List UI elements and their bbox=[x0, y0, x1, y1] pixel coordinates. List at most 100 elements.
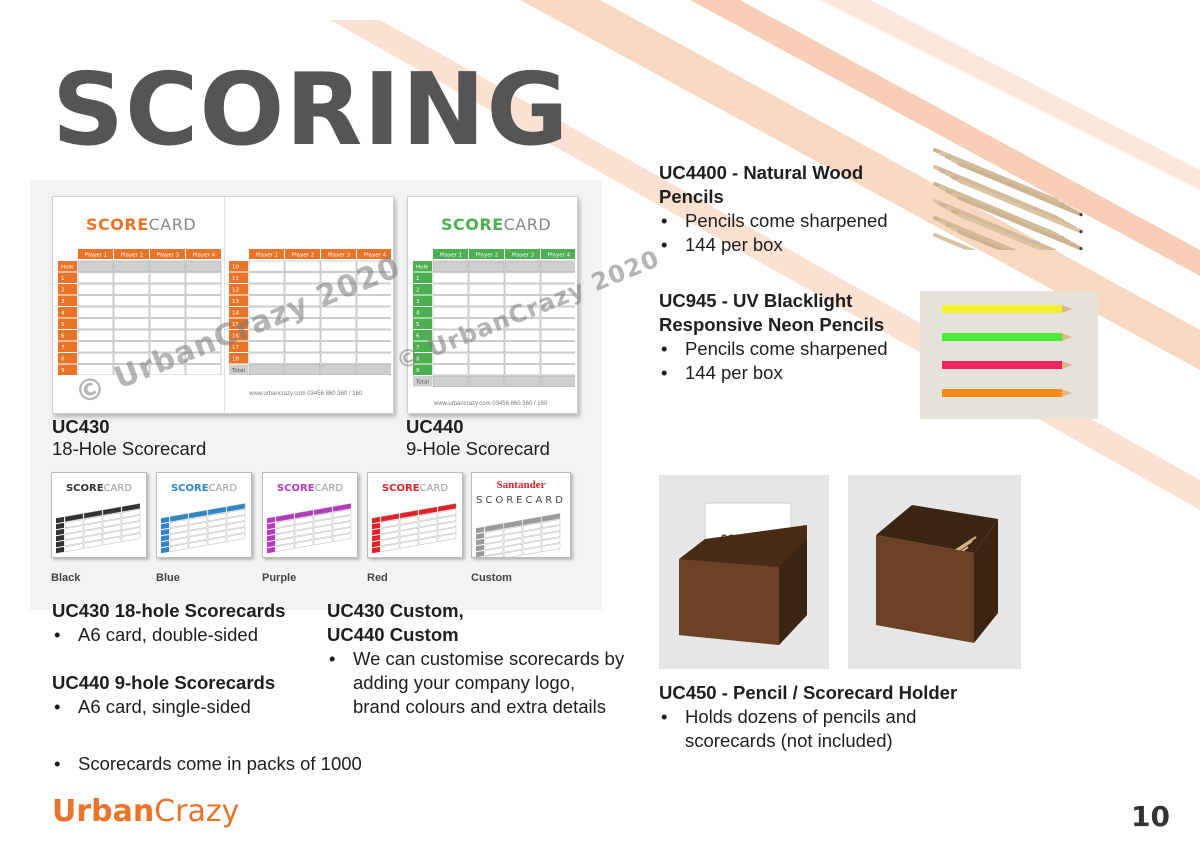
wood-pencil bbox=[957, 195, 1081, 250]
uc430-front-hole-label: 1 bbox=[61, 276, 65, 282]
mini-score-cell bbox=[226, 533, 246, 542]
mini-score-cell bbox=[188, 527, 208, 537]
uc430-front-score-cell bbox=[149, 352, 186, 364]
uc430-back-score-cell bbox=[320, 341, 357, 353]
variant-label-red: Red bbox=[367, 572, 388, 584]
variant-purple-grid bbox=[267, 503, 352, 554]
mini-hole-cell bbox=[267, 546, 275, 554]
uc440-score-cell bbox=[432, 295, 469, 307]
uc440-score-cell bbox=[540, 260, 575, 272]
uc430-back-score-cell bbox=[248, 318, 285, 330]
mini-score-cell bbox=[380, 537, 400, 546]
uc430-back-hole-cell bbox=[229, 341, 248, 352]
uc430-back-score-cell bbox=[320, 318, 357, 330]
variant-purple-card: SCORECARD bbox=[262, 472, 358, 558]
mini-score-cell bbox=[188, 515, 208, 525]
uc430-code: UC430 bbox=[52, 416, 110, 437]
mini-score-cell bbox=[64, 531, 84, 540]
uc450-title: UC450 - Pencil / Scorecard Holder bbox=[659, 682, 958, 703]
mini-hole-cell bbox=[161, 516, 169, 524]
pencil-tip bbox=[1079, 213, 1083, 217]
mini-score-cell bbox=[169, 519, 189, 528]
uc440-score-cell bbox=[504, 283, 541, 295]
uc430-front-player-header bbox=[78, 249, 113, 259]
mini-score-cell bbox=[188, 539, 208, 549]
mini-score-cell bbox=[207, 536, 227, 546]
uc440-hole-label: 3 bbox=[416, 299, 420, 305]
mini-score-cell bbox=[503, 549, 523, 557]
uc430-back-score-cell bbox=[320, 295, 357, 307]
uc430-front-hole-label: 9 bbox=[61, 368, 65, 374]
uc430-back-score-cell bbox=[320, 272, 357, 284]
uc430-back-score-cell bbox=[284, 306, 321, 318]
uc440-score-cell bbox=[432, 272, 469, 284]
uc440-score-cell bbox=[468, 306, 505, 318]
uc430-front-hole-cell bbox=[58, 353, 77, 364]
mini-score-cell bbox=[522, 528, 542, 538]
mini-score-cell bbox=[437, 509, 457, 518]
mini-score-cell bbox=[541, 543, 561, 552]
mini-score-cell bbox=[313, 530, 333, 540]
uc440-hole-cell bbox=[413, 295, 432, 306]
mini-hole-cell bbox=[161, 546, 169, 554]
uc430-front-score-cell bbox=[77, 352, 114, 364]
uc430-front-score-cell bbox=[77, 283, 114, 295]
mini-score-cell bbox=[437, 527, 457, 536]
uc440-hole-cell bbox=[413, 272, 432, 283]
mini-score-cell bbox=[380, 519, 400, 528]
page-title: SCORING bbox=[52, 51, 570, 168]
custom-brand: Santander bbox=[496, 479, 546, 491]
uc440-score-cell bbox=[432, 283, 469, 295]
uc430-front-score-cell bbox=[77, 364, 114, 375]
uc945-bullet-2: 144 per box bbox=[659, 361, 919, 385]
uc430-front-hole-cell bbox=[58, 272, 77, 283]
variant-label-purple: Purple bbox=[262, 572, 297, 584]
mini-score-cell bbox=[522, 516, 542, 526]
mini-score-cell bbox=[503, 543, 523, 553]
uc440-score-cell bbox=[468, 260, 505, 272]
neon-pencils-image bbox=[920, 291, 1098, 419]
holder-with-pencils-image bbox=[848, 475, 1021, 669]
mini-hole-cell bbox=[476, 544, 484, 552]
mini-score-cell bbox=[313, 536, 333, 546]
uc430-back-player-header bbox=[249, 249, 284, 259]
uc440-player-label: Player 2 bbox=[476, 253, 498, 259]
uc430-heading: UC430 18-hole Scorecards bbox=[52, 600, 286, 621]
mini-score-cell bbox=[522, 522, 542, 532]
uc430-front-score-cell bbox=[149, 318, 186, 330]
variant-custom-grid bbox=[476, 513, 561, 557]
mini-score-cell bbox=[169, 513, 189, 522]
mini-score-cell bbox=[102, 530, 122, 540]
uc430-front-score-cell bbox=[185, 318, 222, 330]
mini-score-cell bbox=[380, 531, 400, 540]
uc430-back-hole-label: 10 bbox=[232, 265, 239, 271]
uc430-back-score-cell bbox=[356, 352, 391, 364]
mini-hole-cell bbox=[267, 534, 275, 542]
uc430-front-hole-cell bbox=[58, 261, 77, 272]
mini-hole-cell bbox=[372, 528, 380, 536]
uc430-back-score-cell bbox=[248, 272, 285, 284]
uc430-back-hole-label: Total bbox=[231, 368, 245, 374]
uc430-back-hole-cell bbox=[229, 364, 248, 375]
uc430-back-score-cell bbox=[320, 329, 357, 341]
uc430-back-score-cell bbox=[356, 364, 391, 375]
custom-bullets: We can customise scorecards by adding yo… bbox=[327, 647, 627, 719]
mini-hole-cell bbox=[56, 516, 64, 524]
uc430-back-hole-label: 12 bbox=[232, 288, 239, 294]
mini-score-cell bbox=[83, 521, 103, 531]
uc440-score-cell bbox=[504, 364, 541, 376]
mini-score-cell bbox=[64, 525, 84, 534]
uc430-back-score-cell bbox=[356, 283, 391, 295]
uc430-back-score-cell bbox=[356, 272, 391, 284]
uc430-front-score-cell bbox=[149, 306, 186, 318]
uc430-front-player-label: Player 1 bbox=[85, 253, 107, 259]
variant-blue-grid bbox=[161, 503, 246, 554]
uc440-score-cell bbox=[468, 329, 505, 341]
mini-score-cell bbox=[294, 521, 314, 531]
uc440-score-cell bbox=[432, 375, 469, 387]
mini-score-cell bbox=[418, 536, 438, 546]
uc430-front-score-cell bbox=[113, 260, 150, 272]
holder-with-scorecards-image: SCORECARD bbox=[659, 475, 829, 669]
